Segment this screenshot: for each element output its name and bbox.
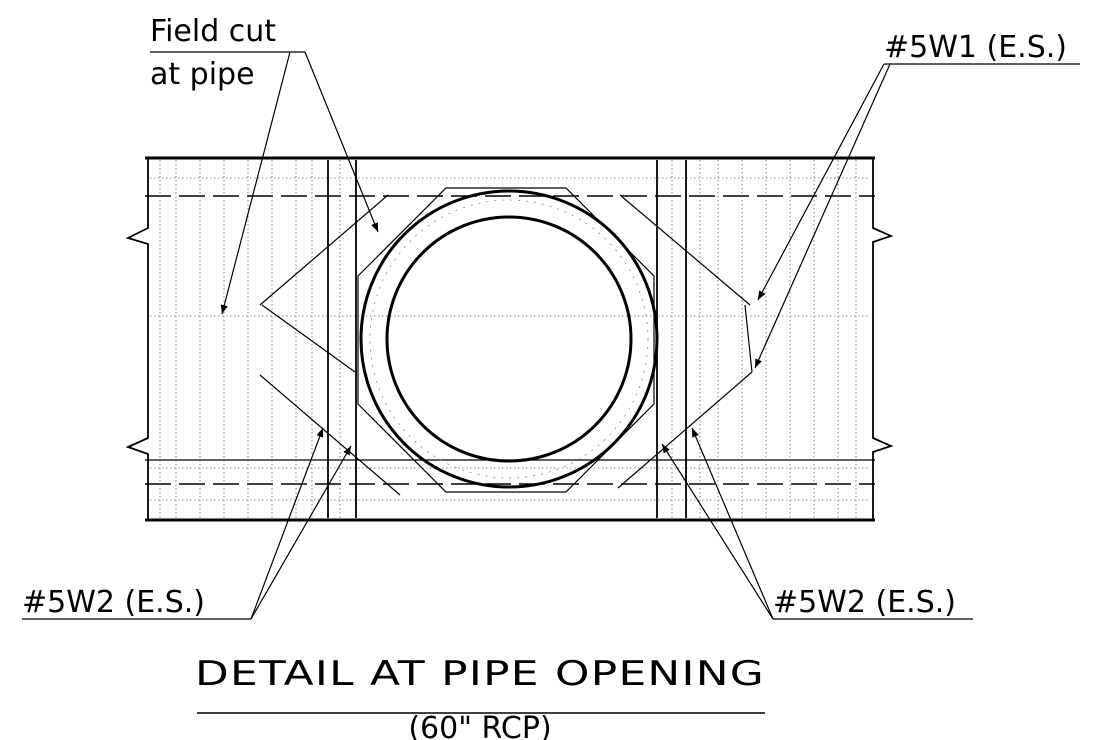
w1-leader-lower [754, 63, 891, 369]
w2-right-leader-outer [691, 427, 774, 620]
w2-left-callout: #5W2 (E.S.) [22, 427, 352, 620]
pipe-outer-wall [359, 189, 659, 489]
w1-callout: #5W1 (E.S.) [754, 30, 1080, 369]
w2-left-leader-outer [250, 427, 324, 620]
right-break-line [872, 158, 894, 520]
pipe-inner-wall [385, 215, 633, 463]
detail-title: DETAIL AT PIPE OPENING [195, 654, 765, 694]
left-break-line [125, 158, 149, 520]
field-cut-callout: Field cut at pipe [150, 14, 379, 315]
wall-section [125, 156, 894, 522]
field-cut-label-line2: at pipe [150, 57, 255, 92]
pipe-opening [357, 187, 659, 493]
field-cut-label-line1: Field cut [150, 14, 276, 49]
detail-subtitle: (60" RCP) [408, 711, 551, 740]
field-cut-leader-left [220, 51, 291, 315]
w2-right-leader-inner [661, 443, 774, 620]
vertical-dotted-bars [159, 160, 857, 518]
w2-right-callout: #5W2 (E.S.) [661, 427, 973, 620]
field-cut-leader-right [304, 51, 379, 233]
w2-right-label: #5W2 (E.S.) [773, 585, 956, 620]
pipe-wall-hatch [369, 199, 649, 479]
w1-label: #5W1 (E.S.) [884, 30, 1067, 65]
w2-left-leader-inner [250, 445, 352, 620]
w1-leader-upper [757, 63, 885, 301]
w2-left-label: #5W2 (E.S.) [22, 585, 205, 620]
w1-diagonal-bars [259, 194, 753, 496]
detail-title-block: DETAIL AT PIPE OPENING (60" RCP) [195, 654, 765, 740]
